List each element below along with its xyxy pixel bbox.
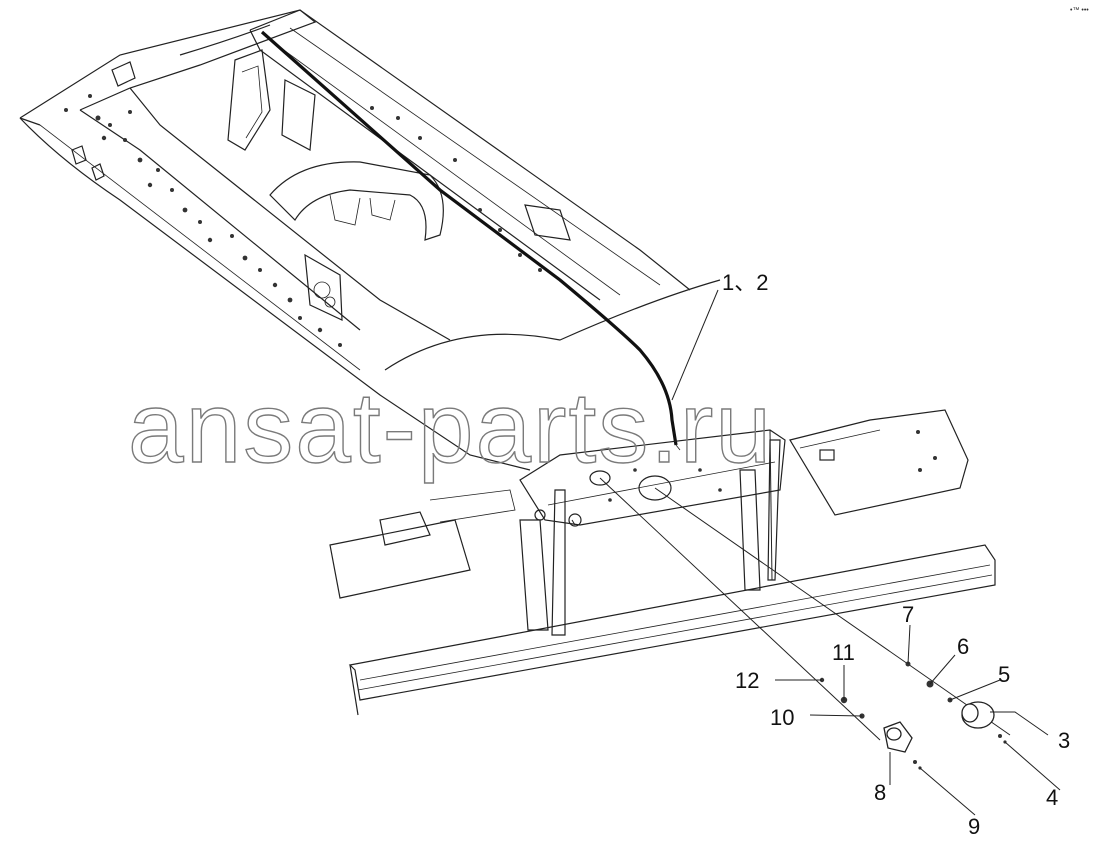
bottom-angle-bar [348,544,996,716]
callout-6: 6 [957,634,969,659]
callout-1-2: 1、2 [722,270,768,295]
left-frame-rail [19,9,531,471]
right-bracket-panel [789,409,969,516]
callout-8: 8 [874,780,886,805]
callout-12: 12 [735,668,759,693]
callout-11: 11 [832,640,855,665]
callout-leaders [671,289,1061,816]
watermark: ansat-parts.ru [128,372,773,484]
exploded-axes [571,429,1011,741]
left-bracket-panel [329,489,516,599]
part-8-housing [883,721,913,753]
callout-9: 9 [968,814,980,839]
center-frame-rail [227,9,691,301]
break-line-upper [179,24,271,56]
callout-3: 3 [1058,728,1070,753]
callout-4: 4 [1046,785,1058,810]
part-3-housing [961,701,995,729]
callout-5: 5 [998,662,1010,687]
corner-mark: •™ ••• [1070,7,1089,14]
break-line-lower [384,279,721,371]
wiring-harness [260,30,678,446]
callout-7: 7 [902,602,914,627]
callout-10: 10 [770,705,794,730]
